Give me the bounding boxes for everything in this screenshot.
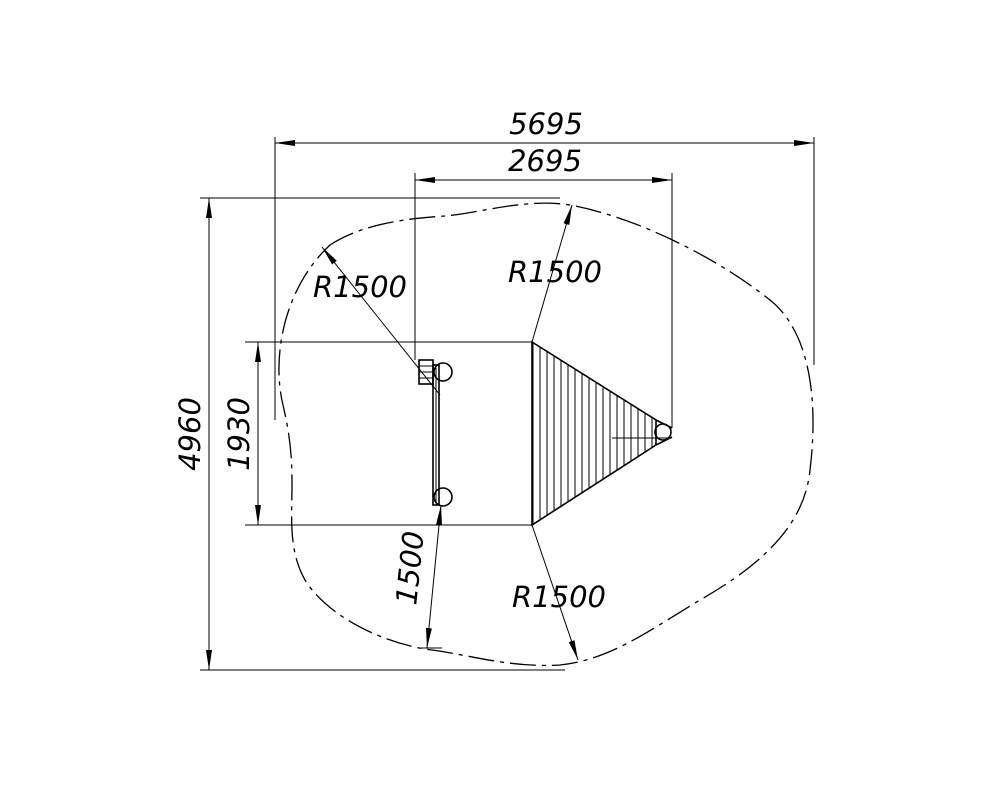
label-radius-bottom: R1500 — [512, 580, 606, 614]
dimension-lines — [206, 140, 814, 670]
dim-line-safety-distance — [425, 504, 443, 649]
label-safety-distance: 1500 — [389, 529, 431, 606]
label-inner-height: 1930 — [222, 397, 256, 471]
label-inner-width: 2695 — [508, 144, 582, 178]
equipment-bar — [418, 359, 453, 507]
label-radius-top: R1500 — [508, 255, 602, 289]
equipment-net — [531, 340, 673, 527]
radius-leader-left — [321, 246, 441, 396]
label-overall-width: 5695 — [509, 107, 583, 141]
safety-zone-outline — [278, 202, 814, 667]
extension-lines — [200, 137, 815, 671]
label-radius-left: R1500 — [313, 270, 407, 304]
radius-leader-top — [531, 204, 573, 343]
radius-leader-bottom — [531, 524, 579, 661]
label-overall-height: 4960 — [173, 397, 207, 471]
